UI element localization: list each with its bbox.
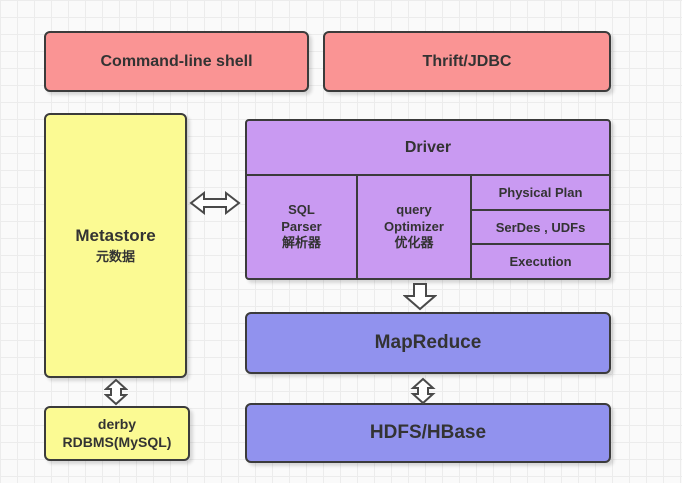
driver-body: SQL Parser 解析器 query Optimizer 优化器 Physi…: [247, 176, 609, 278]
physical-plan-box: Physical Plan: [472, 176, 609, 209]
derby-rdbms-box: derby RDBMS(MySQL): [44, 406, 190, 461]
thrift-jdbc-box: Thrift/JDBC: [323, 31, 611, 92]
driver-right-column: Physical Plan SerDes , UDFs Execution: [472, 176, 609, 278]
metastore-driver-double-arrow-icon: [189, 191, 241, 215]
sql-parser-line1: SQL: [288, 201, 315, 217]
derby-line2: RDBMS(MySQL): [62, 433, 172, 450]
metastore-derby-double-arrow-icon: [104, 378, 128, 406]
mapreduce-box: MapReduce: [245, 312, 611, 374]
metastore-label: Metastore 元数据: [75, 225, 155, 265]
sql-parser-box: SQL Parser 解析器: [247, 176, 358, 278]
query-optimizer-box: query Optimizer 优化器: [358, 176, 472, 278]
command-line-shell-box: Command-line shell: [44, 31, 309, 92]
derby-line1: derby: [97, 416, 137, 432]
metastore-box: Metastore 元数据: [44, 113, 187, 378]
derby-rdbms-label: derby RDBMS(MySQL): [63, 416, 172, 451]
hdfs-hbase-label: HDFS/HBase: [369, 422, 487, 443]
physical-plan-label: Physical Plan: [498, 184, 583, 200]
command-line-shell-label: Command-line shell: [100, 52, 253, 70]
query-optimizer-line-zh: 优化器: [394, 235, 434, 251]
query-optimizer-line1: query: [396, 201, 432, 217]
driver-box: Driver SQL Parser 解析器 query Optimizer 优化…: [245, 119, 611, 280]
driver-mapreduce-down-arrow-icon: [403, 282, 437, 311]
sql-parser-line2: Parser: [281, 218, 322, 234]
serdes-udfs-box: SerDes , UDFs: [472, 208, 609, 244]
thrift-jdbc-label: Thrift/JDBC: [422, 52, 512, 70]
execution-label: Execution: [509, 254, 572, 270]
serdes-udfs-label: SerDes , UDFs: [495, 219, 586, 235]
sql-parser-line-zh: 解析器: [281, 235, 321, 251]
mapreduce-label: MapReduce: [374, 332, 482, 353]
mapreduce-hdfs-double-arrow-icon: [410, 377, 436, 405]
hdfs-hbase-box: HDFS/HBase: [245, 403, 611, 463]
metastore-label-en: Metastore: [75, 226, 156, 246]
driver-title: Driver: [404, 138, 452, 156]
metastore-label-zh: 元数据: [95, 249, 135, 265]
driver-header: Driver: [247, 121, 609, 176]
execution-box: Execution: [472, 243, 609, 278]
query-optimizer-line2: Optimizer: [384, 218, 444, 234]
